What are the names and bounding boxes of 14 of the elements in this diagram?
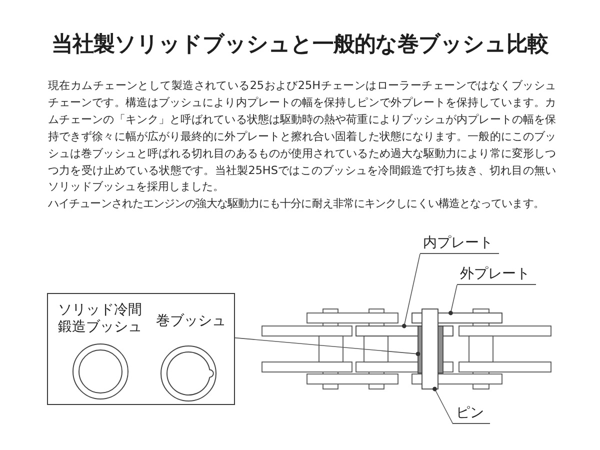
leader-line	[448, 284, 458, 316]
body-paragraph: 現在カムチェーンとして製造されている25および25Hチェーンはローラーチェーンではなくブッシュチェーンです。構造はブッシュにより内プレートの幅を保持しピンで外プレートを保持しています。カムチェーンの「キンク」と呼ばれている状態は駆動時の熱や荷重によりブッシュが内プレートの幅を保持できず徐々に幅が広がり最終的に外プレートと擦れ合い固着した状態になります。一般的にこのブッシュは巻ブッシュと呼ばれる切れ目のあるものが使用されているため過大な駆動力により常に変形しつつ力を受け止めている状態です。当社製25HSではこのブッシュを冷間鍛造で打ち抜き、切れ目の無いソリッドブッシュを採用しました。	[48, 78, 556, 196]
bushing-label: ソリッド冷間鍛造ブッシュ	[58, 302, 143, 336]
body-paragraph: ハイチューンされたエンジンの強大な駆動力にも十分に耐え非常にキンクしにくい構造となっています。	[48, 196, 545, 212]
callout-label: 外プレート	[457, 266, 536, 285]
leader-line	[402, 254, 420, 328]
leader-line	[234, 337, 420, 356]
pin	[422, 308, 438, 390]
callout-label: ピン	[453, 405, 490, 424]
leader-line	[432, 386, 454, 424]
bushing-label: 巻ブッシュ	[156, 313, 226, 330]
comparison-panel	[47, 293, 235, 405]
page-title: 当社製ソリッドブッシュと一般的な巻ブッシュ比較	[52, 31, 548, 59]
callout-label: 内プレート	[420, 235, 499, 254]
